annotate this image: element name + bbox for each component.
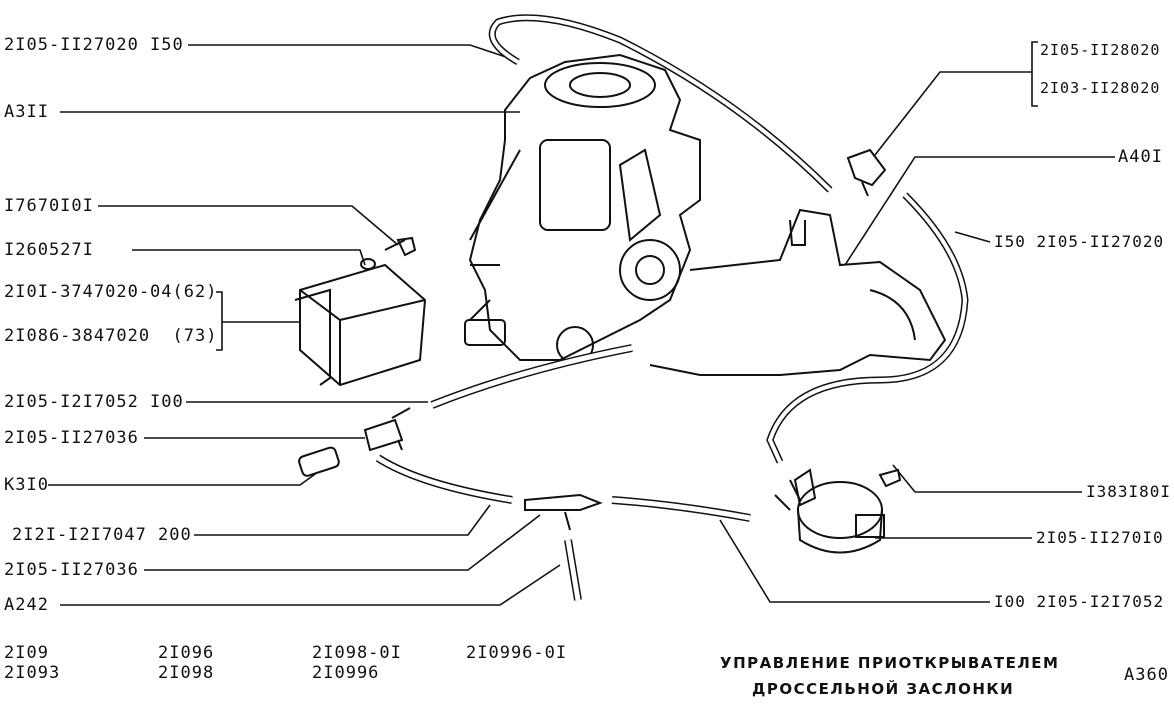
model-21098-01: 2I098-0I xyxy=(312,643,402,663)
model-21093: 2I093 xyxy=(4,663,61,683)
model-210996: 2I0996 xyxy=(312,663,380,683)
leader-r3 xyxy=(844,156,1115,266)
page-code: A360 xyxy=(1124,665,1169,685)
model-21098: 2I098 xyxy=(158,663,215,683)
upper-hose xyxy=(488,14,833,193)
callout-tee-lower: 2I05-II27036 xyxy=(4,560,139,580)
tee-fitting-lower xyxy=(524,493,603,531)
callout-valve-2103: 2I03-II28020 xyxy=(1040,79,1161,97)
callout-hose-a242: A242 xyxy=(4,595,49,615)
callout-valve-2105: 2I05-II28020 xyxy=(1040,41,1161,59)
callout-nut: I383I80I xyxy=(1086,482,1172,501)
screw xyxy=(360,236,417,270)
callout-hose-100-left: 2I05-I2I7052 I00 xyxy=(4,392,184,412)
callout-connector: К3I0 xyxy=(4,475,49,495)
solenoid-valve xyxy=(774,468,902,554)
leader-c3 xyxy=(98,205,399,246)
connector-k310 xyxy=(298,446,340,477)
callout-manifold: A40I xyxy=(1118,147,1163,167)
diagram-title-line-1: УПРАВЛЕНИЕ ПРИОТКРЫВАТЕЛЕМ xyxy=(720,654,1060,672)
callout-control-unit-73: 2I086-3847020 (73) xyxy=(4,326,218,346)
callout-washer: I260527I xyxy=(4,240,94,260)
leader-c10 xyxy=(194,504,491,536)
check-valve xyxy=(846,148,887,197)
callout-tee-upper: 2I05-II27036 xyxy=(4,428,139,448)
leader-c4 xyxy=(132,249,366,266)
leader-c11 xyxy=(144,514,541,571)
leader-bracket xyxy=(216,291,300,351)
callout-hose-200: 2I2I-I2I7047 200 xyxy=(12,525,192,545)
leader-c1 xyxy=(188,44,516,61)
model-2109: 2I09 xyxy=(4,643,49,663)
callout-control-unit-62: 2I0I-3747020-04(62) xyxy=(4,282,218,302)
tee-fitting-upper xyxy=(363,407,411,452)
leader-r5 xyxy=(892,464,1082,493)
callout-solenoid: 2I05-II270I0 xyxy=(1036,528,1164,547)
leader-c12 xyxy=(60,564,561,606)
callout-hose-150: 2I05-II27020 I50 xyxy=(4,35,184,55)
leader-r-bracket xyxy=(874,41,1038,156)
model-21096: 2I096 xyxy=(158,643,215,663)
diagram-title-line-2: ДРОССЕЛЬНОЙ ЗАСЛОНКИ xyxy=(752,680,1015,698)
leader-r4 xyxy=(954,231,991,243)
hose-200 xyxy=(375,454,513,504)
callout-screw: I7670I0I xyxy=(4,196,94,216)
intake-manifold xyxy=(649,208,947,376)
carburettor-assembly xyxy=(464,53,701,364)
callout-hose-150-right: I50 2I05-II27020 xyxy=(994,232,1165,251)
callout-carburettor: A3II xyxy=(4,102,49,122)
right-hose xyxy=(766,192,969,464)
control-unit xyxy=(294,263,427,387)
leader-c9 xyxy=(48,471,319,486)
leader-r7 xyxy=(719,519,990,603)
model-210996-01: 2I0996-0I xyxy=(466,643,568,663)
callout-hose-100-right: I00 2I05-I2I7052 xyxy=(994,592,1165,611)
